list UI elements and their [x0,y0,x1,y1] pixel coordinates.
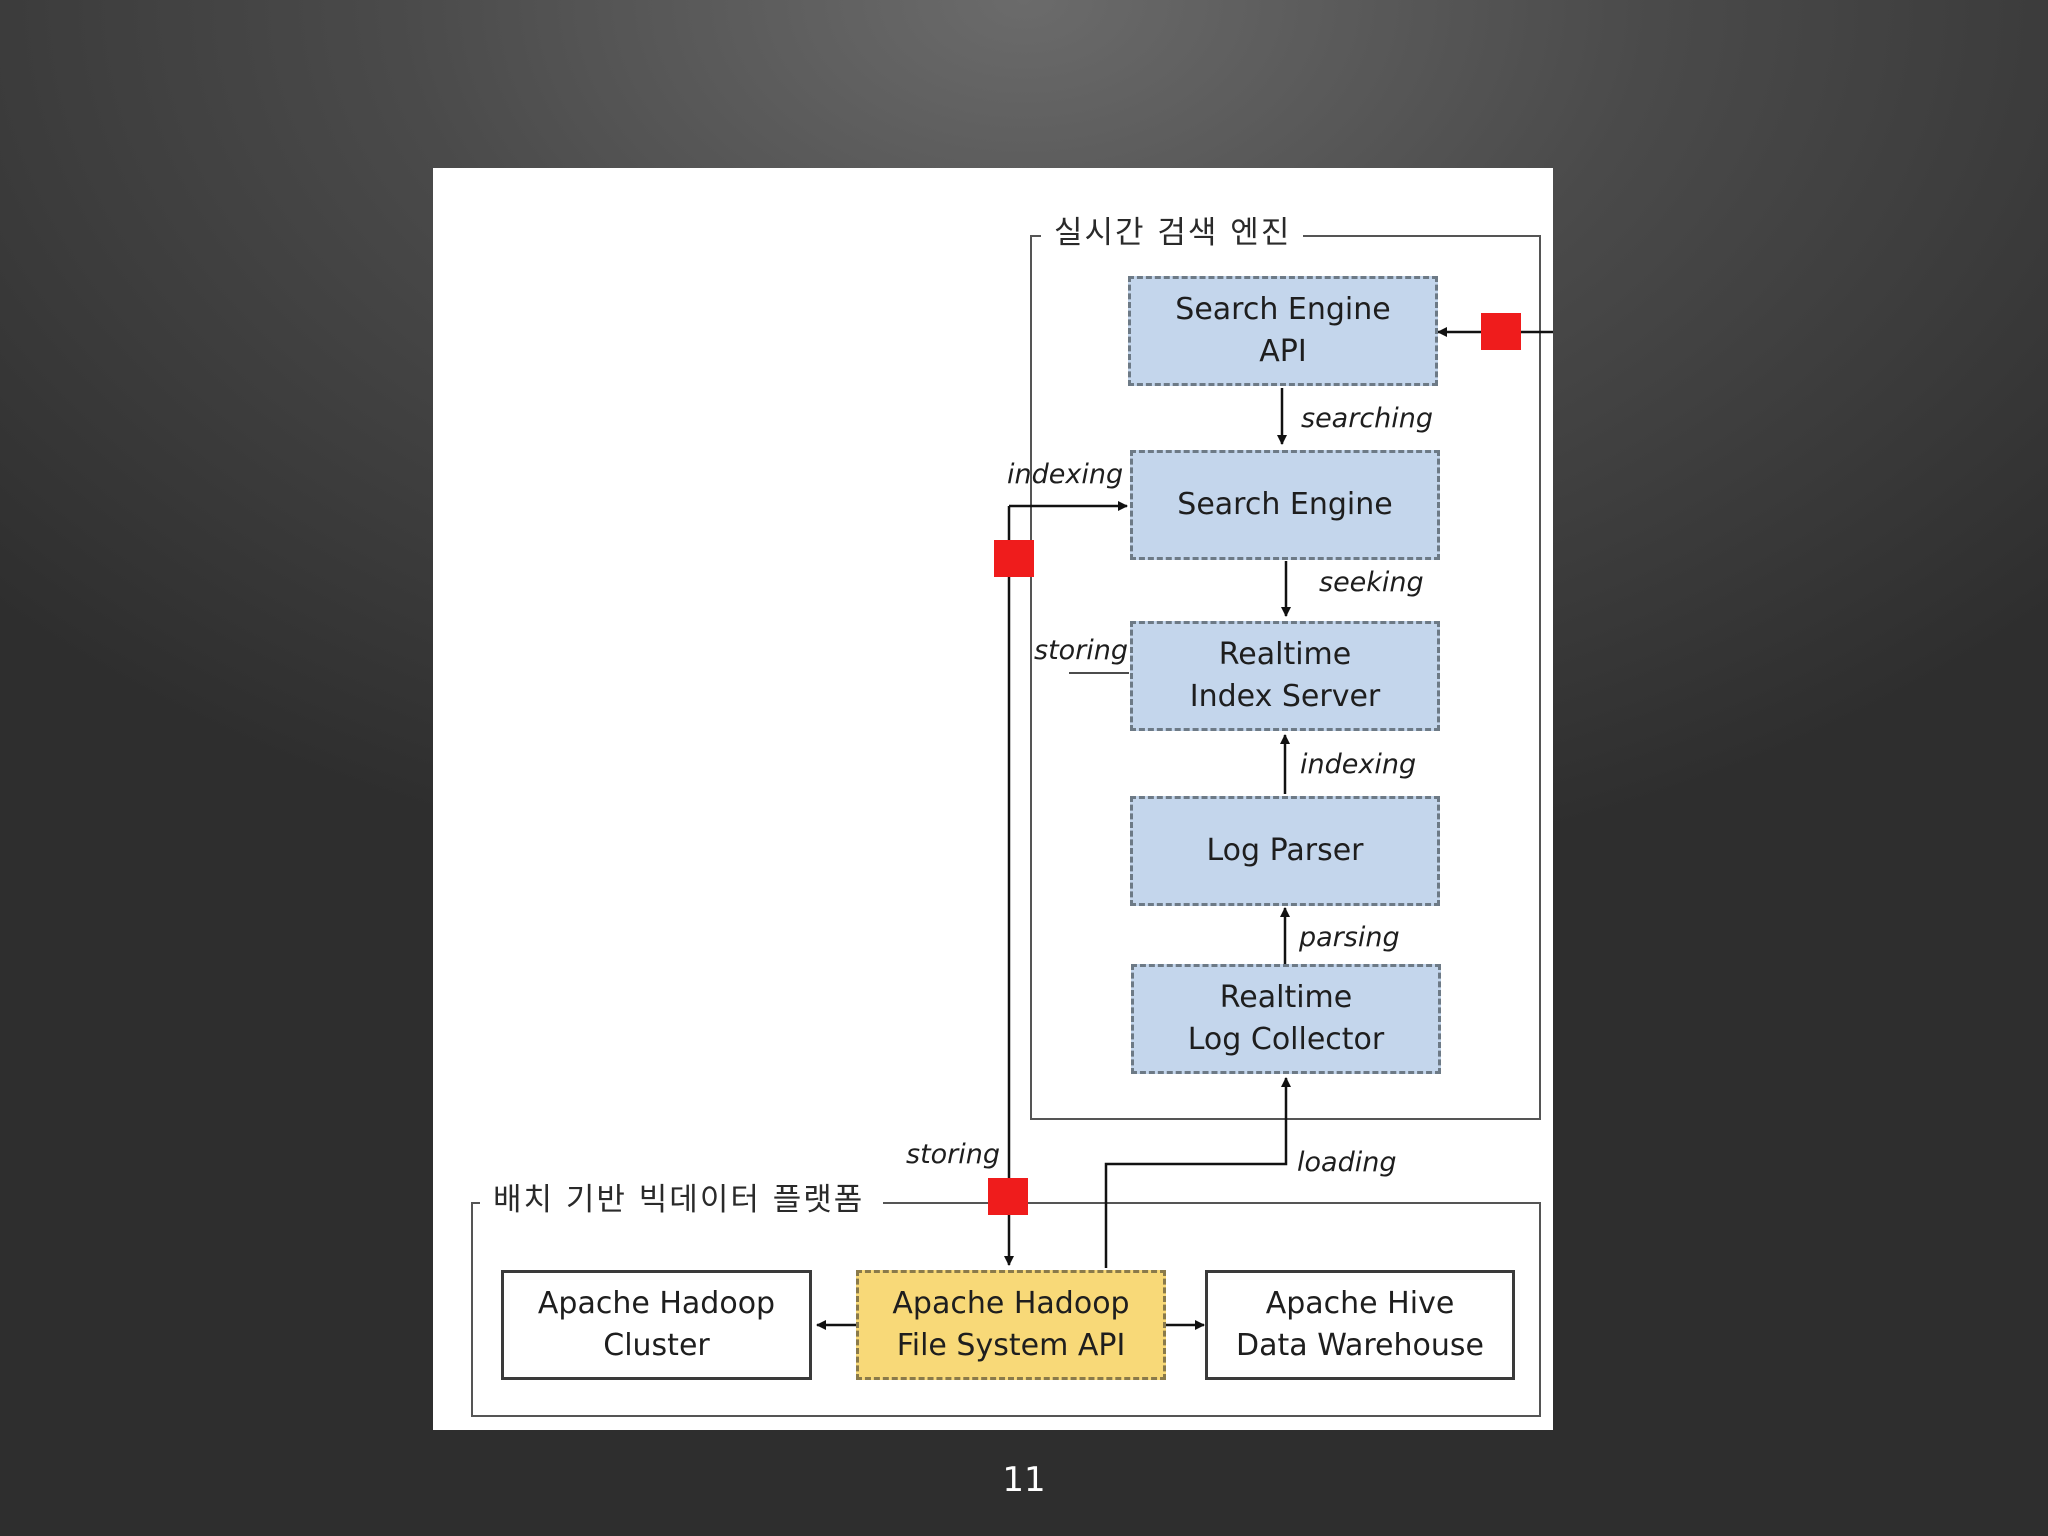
indexing-label: indexing [1300,749,1417,780]
diagram-card: 실시간 검색 엔진 배치 기반 빅데이터 플랫폼 Search Engine A… [433,168,1553,1430]
connector-layer [471,235,1553,1417]
red-marker-api-input [1481,313,1521,350]
loading-label: loading [1297,1147,1397,1178]
hive-data-warehouse-node: Apache Hive Data Warehouse [1205,1270,1515,1380]
realtime-index-server-node: Realtime Index Server [1130,621,1440,731]
realtime-group-label: 실시간 검색 엔진 [1048,215,1298,251]
batch-group-frame [471,1202,1541,1417]
batch-group-label: 배치 기반 빅데이터 플랫폼 [487,1182,871,1218]
storing-label-top: storing [1034,635,1129,666]
realtime-log-collector-node: Realtime Log Collector [1131,964,1441,1074]
seeking-label: seeking [1319,567,1424,598]
search-engine-api-node: Search Engine API [1128,276,1438,386]
parsing-label: parsing [1299,922,1400,953]
searching-label: searching [1301,403,1434,434]
hadoop-cluster-node: Apache Hadoop Cluster [501,1270,812,1380]
red-marker-storing [988,1178,1028,1215]
page-number: 11 [1002,1460,1046,1500]
log-parser-node: Log Parser [1130,796,1440,906]
hdfs-api-node: Apache Hadoop File System API [856,1270,1166,1380]
search-engine-node: Search Engine [1130,450,1440,560]
red-marker-indexing [994,540,1034,577]
indexing-label-top: indexing [1007,459,1124,490]
edge-loading [1104,1077,1291,1268]
storing-label-bottom: storing [906,1139,1001,1170]
